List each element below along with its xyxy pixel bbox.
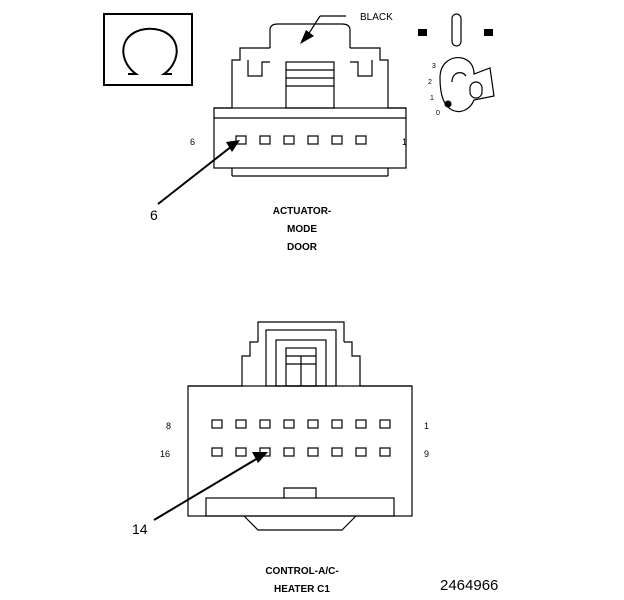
cavity-9 bbox=[379, 447, 391, 457]
caption-line: CONTROL-A/C- bbox=[265, 566, 338, 577]
key-position-label: 0 bbox=[436, 110, 440, 117]
caption-line: HEATER C1 bbox=[274, 584, 330, 595]
pin-label-right: 1 bbox=[402, 137, 407, 147]
control-heater-connector bbox=[187, 321, 413, 531]
square-icon bbox=[418, 29, 427, 36]
cavity-6 bbox=[235, 135, 247, 145]
cavity-8 bbox=[211, 419, 223, 429]
color-label: BLACK bbox=[360, 12, 393, 23]
cavity-16 bbox=[211, 447, 223, 457]
cavity-3 bbox=[331, 419, 343, 429]
pin-label-row1-left: 8 bbox=[166, 421, 171, 431]
cavity-4 bbox=[307, 419, 319, 429]
actuator-connector bbox=[213, 15, 407, 177]
cavity-2 bbox=[355, 419, 367, 429]
cavity-5 bbox=[283, 419, 295, 429]
key-position-label: 1 bbox=[430, 95, 434, 102]
cavity-5 bbox=[259, 135, 271, 145]
callout-arrow bbox=[157, 140, 240, 205]
cavity-2 bbox=[331, 135, 343, 145]
cavity-4 bbox=[283, 135, 295, 145]
pin-label-left: 6 bbox=[190, 137, 195, 147]
cavity-1 bbox=[355, 135, 367, 145]
caption-line: MODE bbox=[287, 224, 317, 235]
cavity-10 bbox=[355, 447, 367, 457]
cavity-11 bbox=[331, 447, 343, 457]
arrowhead-icon bbox=[300, 30, 314, 44]
key-legend bbox=[418, 13, 495, 113]
caption-line: DOOR bbox=[287, 242, 318, 253]
pin-label-row1-right: 1 bbox=[424, 421, 429, 431]
cavity-6 bbox=[259, 419, 271, 429]
square-icon bbox=[484, 29, 493, 36]
key-position-label: 3 bbox=[432, 63, 436, 70]
cavity-15 bbox=[235, 447, 247, 457]
cavity-13 bbox=[283, 447, 295, 457]
key-position-label: 2 bbox=[428, 79, 432, 86]
pin-label-row2-left: 16 bbox=[160, 449, 170, 459]
pin-label-row2-right: 9 bbox=[424, 449, 429, 459]
callout-arrow bbox=[153, 452, 268, 521]
cavity-7 bbox=[235, 419, 247, 429]
caption-line: ACTUATOR- bbox=[273, 206, 332, 217]
cavity-3 bbox=[307, 135, 319, 145]
callout-label: 14 bbox=[132, 521, 148, 537]
cavity-1 bbox=[379, 419, 391, 429]
cavity-12 bbox=[307, 447, 319, 457]
callout-label: 6 bbox=[150, 207, 158, 223]
ignition-key-icon bbox=[439, 57, 495, 113]
omega-symbol-icon bbox=[103, 13, 193, 86]
slot-icon bbox=[451, 13, 462, 47]
figure-number: 2464966 bbox=[440, 577, 498, 594]
